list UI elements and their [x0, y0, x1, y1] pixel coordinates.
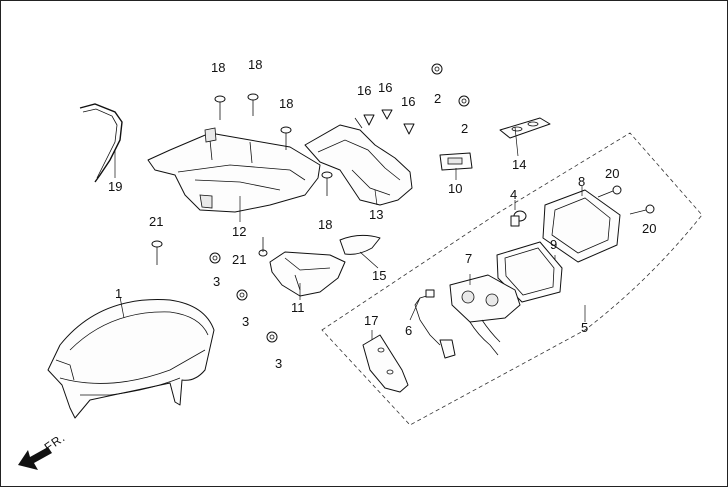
label-part-14: 14	[512, 157, 526, 172]
front-direction-arrow	[18, 447, 52, 470]
label-part-9: 9	[550, 237, 557, 252]
wire-stay-part	[79, 103, 123, 183]
label-part-21b: 21	[232, 252, 246, 267]
label-part-2b: 2	[461, 121, 468, 136]
label-part-18c: 18	[279, 96, 293, 111]
lower-bracket-part	[362, 334, 409, 393]
nut-3a-icon	[209, 252, 221, 264]
screw-18a-icon	[214, 95, 226, 120]
taillight-lens-part	[542, 189, 621, 263]
clip-16b-icon	[381, 109, 393, 120]
gasket-part	[496, 241, 563, 303]
leader-lines	[114, 126, 586, 340]
label-part-17: 17	[364, 313, 378, 328]
label-part-19: 19	[108, 179, 122, 194]
label-part-16a: 16	[357, 83, 371, 98]
clip-16c-icon	[403, 123, 415, 135]
harness-part	[414, 289, 456, 359]
screw-18d-icon	[321, 171, 333, 196]
label-part-20a: 20	[605, 166, 619, 181]
plate-holder-part	[499, 117, 551, 139]
screw-18c-icon	[280, 126, 292, 150]
label-part-18b: 18	[248, 57, 262, 72]
rear-inner-cover-part	[304, 117, 413, 206]
screw-21a-icon	[151, 240, 163, 265]
label-part-7: 7	[465, 251, 472, 266]
cover-plate-part	[339, 234, 381, 255]
screw-18b-icon	[247, 93, 259, 116]
rear-fender-part	[47, 299, 215, 419]
screw-20b-icon	[629, 204, 655, 215]
license-lens-part	[439, 152, 473, 171]
screw-20a-icon	[597, 185, 622, 198]
label-part-2a: 2	[434, 91, 441, 106]
nut-3c-icon	[266, 331, 278, 343]
label-part-6: 6	[405, 323, 412, 338]
label-part-3c: 3	[275, 356, 282, 371]
label-part-18d: 18	[318, 217, 332, 232]
label-part-20b: 20	[642, 221, 656, 236]
label-part-10: 10	[448, 181, 462, 196]
label-part-1: 1	[115, 286, 122, 301]
light-housing-part	[449, 274, 521, 356]
label-part-18a: 18	[211, 60, 225, 75]
nut-3b-icon	[236, 289, 248, 301]
nut-2b-icon	[458, 95, 470, 107]
mud-bracket-part	[269, 251, 346, 297]
bulb-part	[510, 210, 527, 227]
label-part-16b: 16	[378, 80, 392, 95]
label-part-5: 5	[581, 320, 588, 335]
label-part-13: 13	[369, 207, 383, 222]
label-part-12: 12	[232, 224, 246, 239]
clip-16a-icon	[363, 114, 375, 126]
label-part-15: 15	[372, 268, 386, 283]
label-part-11: 11	[291, 300, 305, 315]
nut-2a-icon	[431, 63, 443, 75]
label-part-8: 8	[578, 174, 585, 189]
label-part-16c: 16	[401, 94, 415, 109]
label-part-21a: 21	[149, 214, 163, 229]
rear-inner-bracket-part	[147, 127, 321, 213]
screw-21b-icon	[258, 237, 268, 257]
label-part-4: 4	[510, 187, 517, 202]
label-part-3b: 3	[242, 314, 249, 329]
label-part-3a: 3	[213, 274, 220, 289]
